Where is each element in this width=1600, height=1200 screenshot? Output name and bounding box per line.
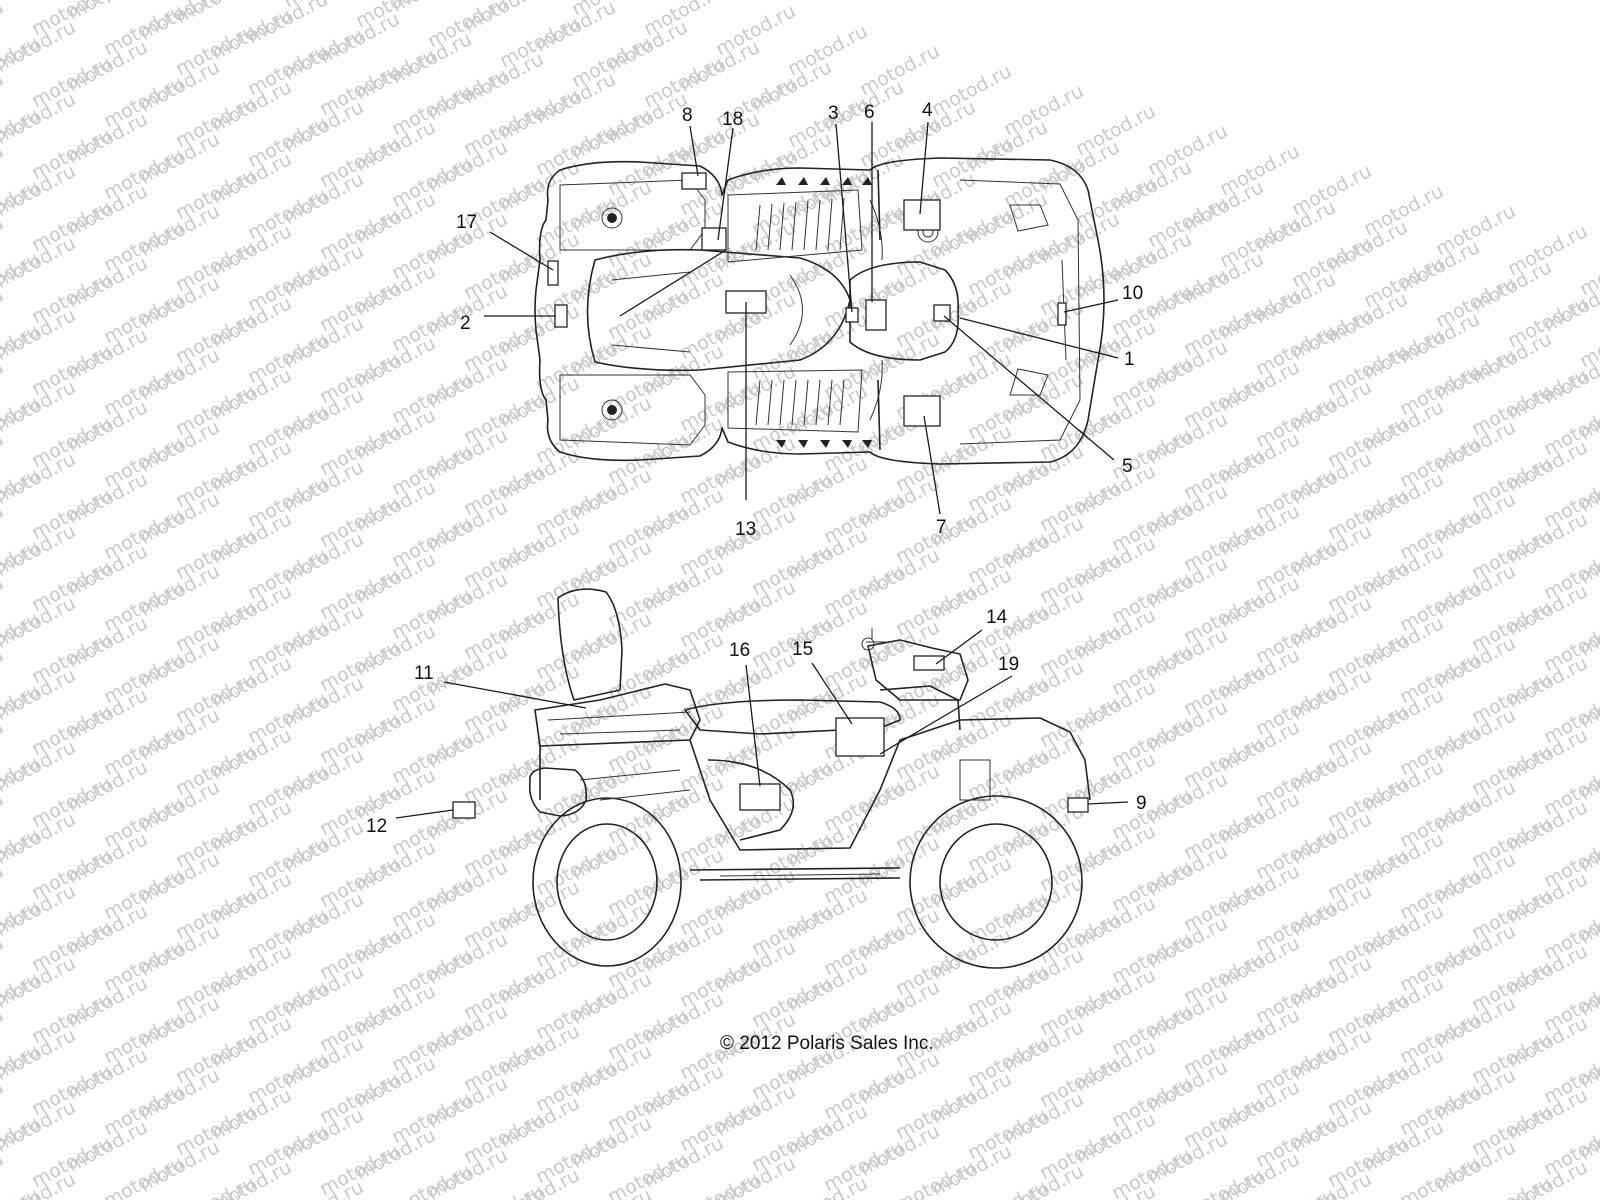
- watermark-text: motod.ru: [0, 1112, 43, 1172]
- watermark-text: motod.ru: [1468, 1172, 1555, 1200]
- decal-10: [1057, 302, 1067, 326]
- watermark-text: motod.ru: [0, 680, 43, 740]
- watermark-text: motod.ru: [0, 536, 43, 596]
- watermark-text: motod.ru: [172, 1172, 259, 1200]
- callout-11: 11: [414, 663, 434, 684]
- callout-8: 8: [682, 105, 693, 126]
- callout-13: 13: [735, 519, 756, 540]
- decal-17: [547, 260, 559, 286]
- watermark-text: motod.ru: [0, 104, 43, 164]
- callout-15: 15: [792, 639, 813, 660]
- callout-17: 17: [456, 212, 477, 233]
- callout-6: 6: [864, 102, 875, 123]
- callout-3: 3: [828, 103, 839, 124]
- decal-12: [452, 801, 476, 819]
- decal-15: [835, 717, 885, 757]
- watermark-text: motod.ru: [388, 1160, 475, 1200]
- copyright-text: © 2012 Polaris Sales Inc.: [720, 1033, 934, 1054]
- callout-16: 16: [729, 640, 750, 661]
- watermark-text: motod.ru: [0, 752, 43, 812]
- decal-14: [913, 655, 945, 671]
- callout-5: 5: [1122, 456, 1133, 477]
- callout-9: 9: [1136, 793, 1147, 814]
- watermark-text: motod.ru: [0, 320, 43, 380]
- watermark-text: motod.ru: [0, 1148, 7, 1200]
- decal-16: [739, 783, 781, 811]
- watermark-text: motod.ru: [100, 1152, 187, 1200]
- watermark-text: motod.ru: [0, 1040, 43, 1100]
- callout-18: 18: [722, 109, 743, 130]
- watermark-text: motod.ru: [0, 248, 43, 308]
- callout-19: 19: [998, 654, 1019, 675]
- watermark-text: motod.ru: [0, 392, 43, 452]
- watermark-text: motod.ru: [0, 824, 43, 884]
- callout-7: 7: [936, 517, 947, 538]
- watermark-text: motod.ru: [1180, 1164, 1267, 1200]
- watermark-text: motod.ru: [0, 608, 43, 668]
- decal-8: [681, 172, 707, 190]
- watermark-text: motod.ru: [0, 32, 43, 92]
- callout-2: 2: [460, 313, 471, 334]
- decal-7: [903, 395, 941, 427]
- decal-4: [903, 199, 941, 231]
- callout-1: 1: [1124, 349, 1135, 370]
- callout-10: 10: [1122, 283, 1143, 304]
- decal-2: [554, 304, 568, 328]
- callout-14: 14: [986, 607, 1008, 628]
- watermark-text: motod.ru: [0, 176, 43, 236]
- decal-18: [701, 227, 727, 251]
- watermark-text: motod.ru: [0, 464, 43, 524]
- watermark-text: motod.ru: [892, 1156, 979, 1200]
- watermark-text: motod.ru: [1396, 1152, 1483, 1200]
- decal-6: [865, 299, 887, 331]
- decal-9: [1067, 797, 1089, 813]
- callout-12: 12: [366, 816, 387, 837]
- watermark-text: motod.ru: [0, 968, 43, 1028]
- callout-4: 4: [922, 100, 933, 121]
- watermark-text: motod.ru: [0, 896, 43, 956]
